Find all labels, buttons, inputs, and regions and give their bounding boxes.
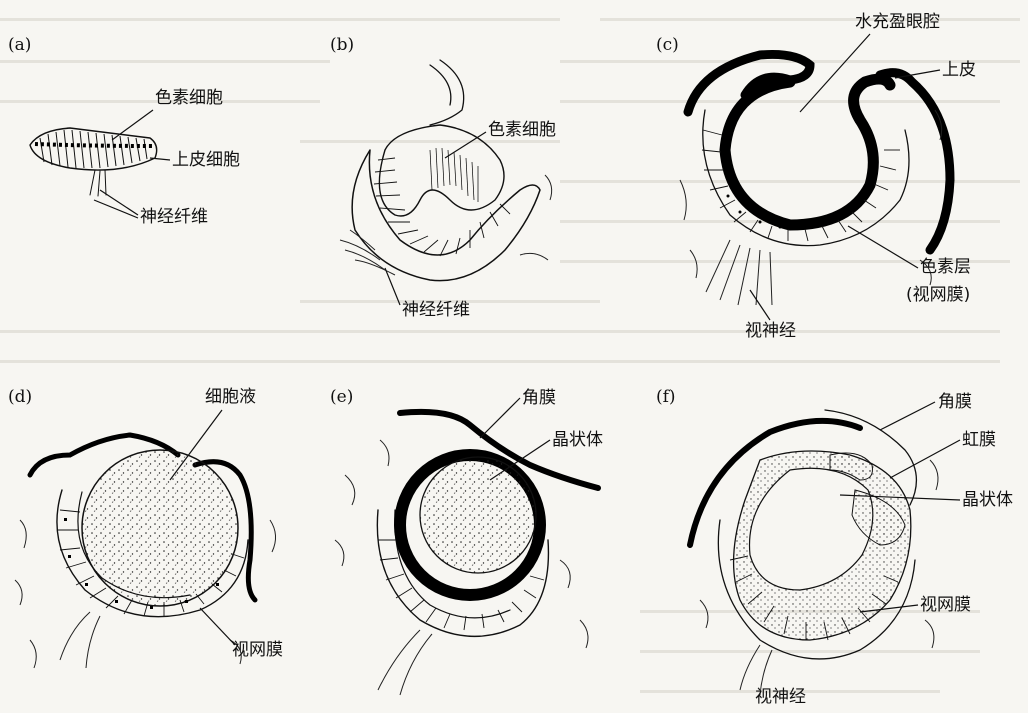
panel-f-tag: (f): [656, 387, 676, 407]
label-water-filled-chamber: 水充盈眼腔: [855, 12, 940, 32]
label-optic-nerve-c: 视神经: [745, 321, 796, 341]
label-cornea-e: 角膜: [522, 388, 556, 408]
label-epithelial-cell-a: 上皮细胞: [172, 150, 240, 170]
label-lens-e: 晶状体: [552, 430, 603, 450]
panel-e-tag: (e): [330, 387, 353, 407]
label-retina-f: 视网膜: [920, 595, 971, 615]
label-nerve-fiber-b: 神经纤维: [402, 300, 470, 320]
panel-c-tag: (c): [656, 35, 679, 55]
label-nerve-fiber-a: 神经纤维: [140, 207, 208, 227]
panel-b-tag: (b): [330, 35, 354, 55]
label-optic-nerve-f: 视神经: [755, 687, 806, 707]
label-lens-f: 晶状体: [962, 490, 1013, 510]
label-iris-f: 虹膜: [962, 430, 996, 450]
label-pigment-layer: 色素层: [920, 257, 971, 277]
panel-d-tag: (d): [8, 387, 32, 407]
label-cornea-f: 角膜: [938, 392, 972, 412]
panel-a-tag: (a): [8, 35, 31, 55]
label-cell-fluid: 细胞液: [205, 387, 256, 407]
label-epithelium-c: 上皮: [942, 60, 976, 80]
label-retina-d: 视网膜: [232, 640, 283, 660]
label-pigment-cell-b: 色素细胞: [488, 120, 556, 140]
label-retina-paren-c: (视网膜): [906, 285, 970, 305]
label-pigment-cell-a: 色素细胞: [155, 88, 223, 108]
